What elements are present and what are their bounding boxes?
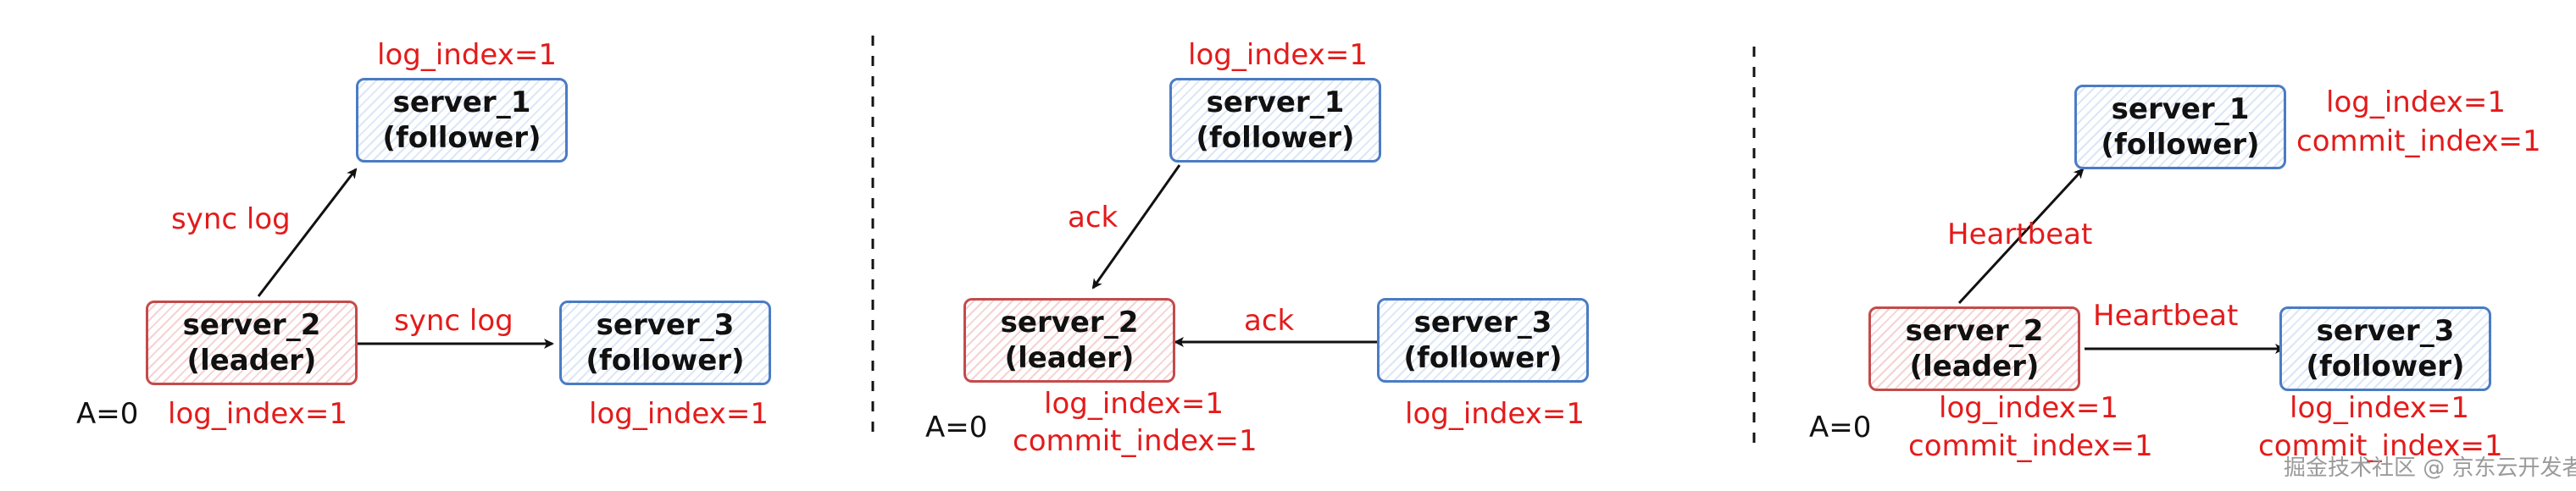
panel1-server3-node: server_3 (follower) [559,301,771,385]
node-role: (follower) [586,344,745,378]
panel2-server2-node: server_2 (leader) [963,298,1175,383]
panel2-server1-node: server_1 (follower) [1169,78,1381,163]
panel3-edge-label-to-server3: Heartbeat [2093,299,2239,333]
panel1-server2-log-index: log_index=1 [168,397,347,431]
panel3-server3-commit-index: commit_index=1 [2258,429,2503,463]
node-name: server_3 [1413,305,1552,339]
panel2-edge-label-from-server3: ack [1244,304,1295,338]
node-name: server_1 [1206,85,1345,119]
panel3-server1-commit-index: commit_index=1 [2296,124,2541,158]
node-role: (follower) [1196,121,1355,155]
node-name: server_3 [596,307,735,342]
panel3-server2-commit-index: commit_index=1 [1908,429,2153,463]
node-role: (leader) [186,344,317,378]
node-role: (follower) [2101,128,2260,162]
panel1-server2-node: server_2 (leader) [146,301,358,385]
panel3-edge-label-to-server1: Heartbeat [1947,218,2093,251]
panel1-edge-label-to-server1: sync log [171,202,291,236]
node-name: server_1 [2111,91,2250,126]
panel3-server1-log-index: log_index=1 [2326,86,2506,119]
watermark-text: 掘金技术社区 @ 京东云开发者 [2284,455,2576,481]
panel2-server3-node: server_3 (follower) [1377,298,1589,383]
node-role: (follower) [1403,341,1563,375]
panel2-server2-commit-index: commit_index=1 [1013,424,1257,458]
node-role: (follower) [382,121,541,155]
node-name: server_2 [182,307,321,342]
arrow-heartbeat-to-server1 [1957,168,2085,305]
arrow-sync-log-to-server1 [257,168,358,297]
panel1-state-label: A=0 [76,397,139,431]
node-role: (leader) [1909,350,2040,383]
node-role: (leader) [1004,341,1135,375]
node-name: server_2 [1000,305,1139,339]
panel2-edge-label-from-server1: ack [1068,201,1119,234]
node-role: (follower) [2306,350,2465,383]
panel3-server1-node: server_1 (follower) [2074,85,2286,169]
node-name: server_3 [2316,313,2455,348]
arrow-ack-from-server1 [1091,164,1181,290]
panel1-server1-node: server_1 (follower) [356,78,568,163]
panel1-edge-label-to-server3: sync log [394,304,514,338]
panel3-server3-log-index: log_index=1 [2290,391,2469,425]
panel3-state-label: A=0 [1809,411,1872,444]
node-name: server_2 [1905,313,2044,348]
panel1-server3-log-index: log_index=1 [589,397,769,431]
panel2-server3-log-index: log_index=1 [1405,397,1585,431]
panel2-server2-log-index: log_index=1 [1044,387,1224,421]
panel2-state-label: A=0 [925,411,988,444]
panel2-server1-log-index: log_index=1 [1188,38,1368,72]
node-name: server_1 [392,85,531,119]
panel3-server2-log-index: log_index=1 [1939,391,2118,425]
panel3-server3-node: server_3 (follower) [2279,306,2491,391]
panel1-server1-log-index: log_index=1 [377,38,557,72]
panel3-server2-node: server_2 (leader) [1868,306,2080,391]
